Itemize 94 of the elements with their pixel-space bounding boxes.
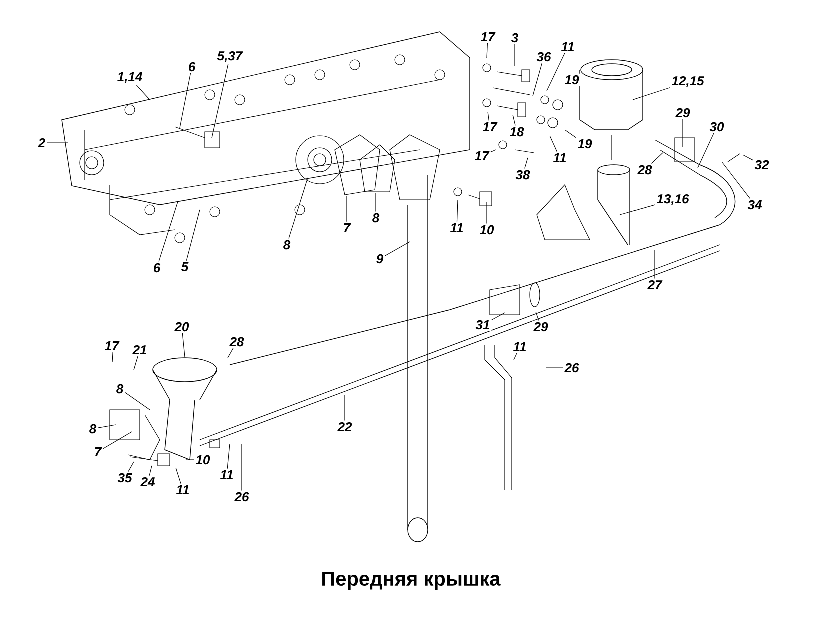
callout-number: 11 xyxy=(512,341,528,353)
leader-line xyxy=(98,424,116,428)
callout-number: 30 xyxy=(708,120,726,134)
leader-line xyxy=(182,333,186,358)
callout-number: 11 xyxy=(174,484,192,496)
callout-number: 6 xyxy=(186,60,198,74)
callout-number: 32 xyxy=(753,158,771,172)
callout-number: 19 xyxy=(563,74,581,86)
leader-line xyxy=(125,392,150,410)
leader-line xyxy=(158,202,178,262)
callout-number: 11 xyxy=(552,152,568,164)
callout-number: 12,15 xyxy=(670,74,706,90)
leader-line xyxy=(228,348,234,358)
callout-number: 34 xyxy=(746,198,764,212)
callout-number: 17 xyxy=(473,150,491,162)
callout-number: 8 xyxy=(370,212,382,224)
callout-number: 7 xyxy=(92,446,104,458)
leader-line xyxy=(136,84,150,100)
leader-line xyxy=(546,52,566,92)
callout-number: 38 xyxy=(514,168,532,182)
leader-line xyxy=(456,200,458,222)
leader-line xyxy=(742,154,754,161)
leader-line xyxy=(344,394,346,422)
callout-number: 13,16 xyxy=(655,192,691,208)
leader-line xyxy=(488,112,490,122)
caption: Передняя крышка xyxy=(322,572,501,590)
leader-line xyxy=(112,352,114,362)
callout-number: 31 xyxy=(474,318,492,332)
callout-number: 28 xyxy=(636,164,654,176)
callout-number: 11 xyxy=(218,469,236,481)
leader-line xyxy=(128,462,134,472)
leader-line xyxy=(632,88,670,100)
callout-number: 18 xyxy=(508,126,526,138)
leader-line xyxy=(536,312,540,321)
callout-number: 3 xyxy=(510,32,520,44)
leader-line xyxy=(47,142,68,144)
leader-line xyxy=(682,119,684,148)
leader-line xyxy=(212,64,229,138)
callout-number: 29 xyxy=(532,320,550,334)
leader-line xyxy=(550,136,558,152)
callout-number: 6 xyxy=(152,262,162,274)
callout-number: 8 xyxy=(88,422,98,436)
leader-line xyxy=(654,250,656,280)
callout-number: 7 xyxy=(342,222,352,234)
leader-line xyxy=(620,204,656,216)
leader-line xyxy=(698,133,714,168)
leader-line xyxy=(176,468,182,484)
callout-number: 22 xyxy=(336,420,354,434)
callout-number: 24 xyxy=(139,476,157,488)
callout-number: 26 xyxy=(233,490,251,504)
leader-line xyxy=(385,242,410,256)
leader-line xyxy=(149,466,152,476)
leader-line xyxy=(490,150,496,152)
leader-line xyxy=(492,312,506,320)
leader-line xyxy=(103,432,132,450)
leader-line xyxy=(134,356,138,370)
callout-number: 21 xyxy=(131,344,149,356)
callout-number: 19 xyxy=(576,138,594,150)
leader-line xyxy=(512,114,516,126)
callout-number: 10 xyxy=(478,224,496,236)
callout-number: 9 xyxy=(374,252,386,266)
callout-number: 35 xyxy=(116,472,134,484)
callout-number: 10 xyxy=(194,454,212,466)
leader-line xyxy=(514,352,518,360)
callout-number: 8 xyxy=(114,382,126,396)
leader-line xyxy=(486,202,488,224)
leader-line xyxy=(180,73,192,128)
callout-number: 27 xyxy=(646,278,664,292)
leader-line xyxy=(486,42,488,58)
leader-line xyxy=(227,444,230,470)
leader-line xyxy=(346,196,348,222)
callout-number: 11 xyxy=(448,222,466,234)
callout-number: 29 xyxy=(674,106,692,120)
callout-number: 26 xyxy=(563,362,581,374)
leader-line xyxy=(564,130,576,138)
leader-line xyxy=(524,158,528,169)
leader-line xyxy=(722,162,750,199)
leader-line xyxy=(514,44,516,66)
callout-number: 11 xyxy=(560,41,576,53)
callout-number: 36 xyxy=(535,50,553,64)
callout-number: 2 xyxy=(36,136,48,150)
leader-line xyxy=(288,178,308,239)
callout-number: 17 xyxy=(481,121,499,133)
leader-line xyxy=(186,210,200,262)
callout-number: 20 xyxy=(173,320,191,334)
callout-number: 28 xyxy=(228,336,246,348)
leader-line xyxy=(651,152,664,164)
callout-number: 5 xyxy=(180,260,190,274)
callout-number: 17 xyxy=(103,340,121,352)
callout-number: 5,37 xyxy=(216,50,244,64)
leader-line xyxy=(532,63,543,96)
callout-number: 1,14 xyxy=(116,71,144,85)
callout-number: 8 xyxy=(282,238,292,252)
callout-number: 17 xyxy=(479,31,497,43)
